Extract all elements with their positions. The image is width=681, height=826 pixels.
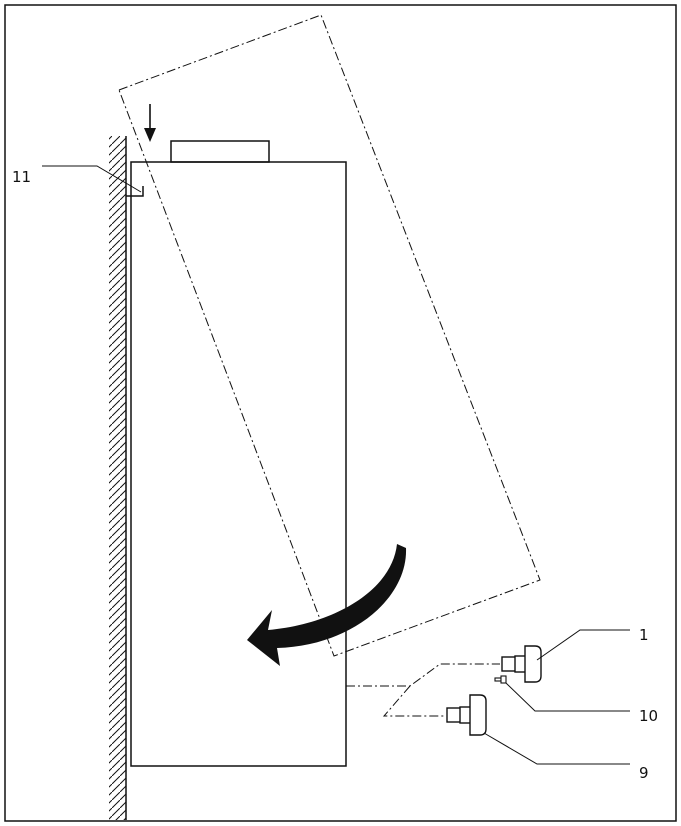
wall-hatching	[109, 136, 126, 820]
callout-label-10: 10	[639, 707, 658, 725]
leader-9	[483, 732, 630, 765]
appliance-top-connector	[170, 140, 270, 163]
diagram-frame	[4, 4, 677, 822]
leader-11	[42, 165, 142, 193]
tilted-appliance-outline	[118, 14, 541, 657]
part-9-cap	[446, 694, 487, 736]
callout-label-9: 9	[639, 764, 649, 782]
down-arrow-head	[144, 128, 156, 142]
detail-lines	[346, 663, 500, 717]
appliance-body	[130, 161, 347, 767]
callout-label-1: 1	[639, 626, 649, 644]
leader-1	[536, 629, 630, 661]
part-1-cap	[501, 645, 542, 683]
leader-lines	[42, 165, 630, 765]
leader-10	[505, 682, 630, 712]
rotation-arrow	[247, 544, 407, 666]
part-10-screw	[494, 675, 507, 684]
wall-bracket	[126, 186, 144, 197]
callout-label-11: 11	[12, 168, 31, 186]
